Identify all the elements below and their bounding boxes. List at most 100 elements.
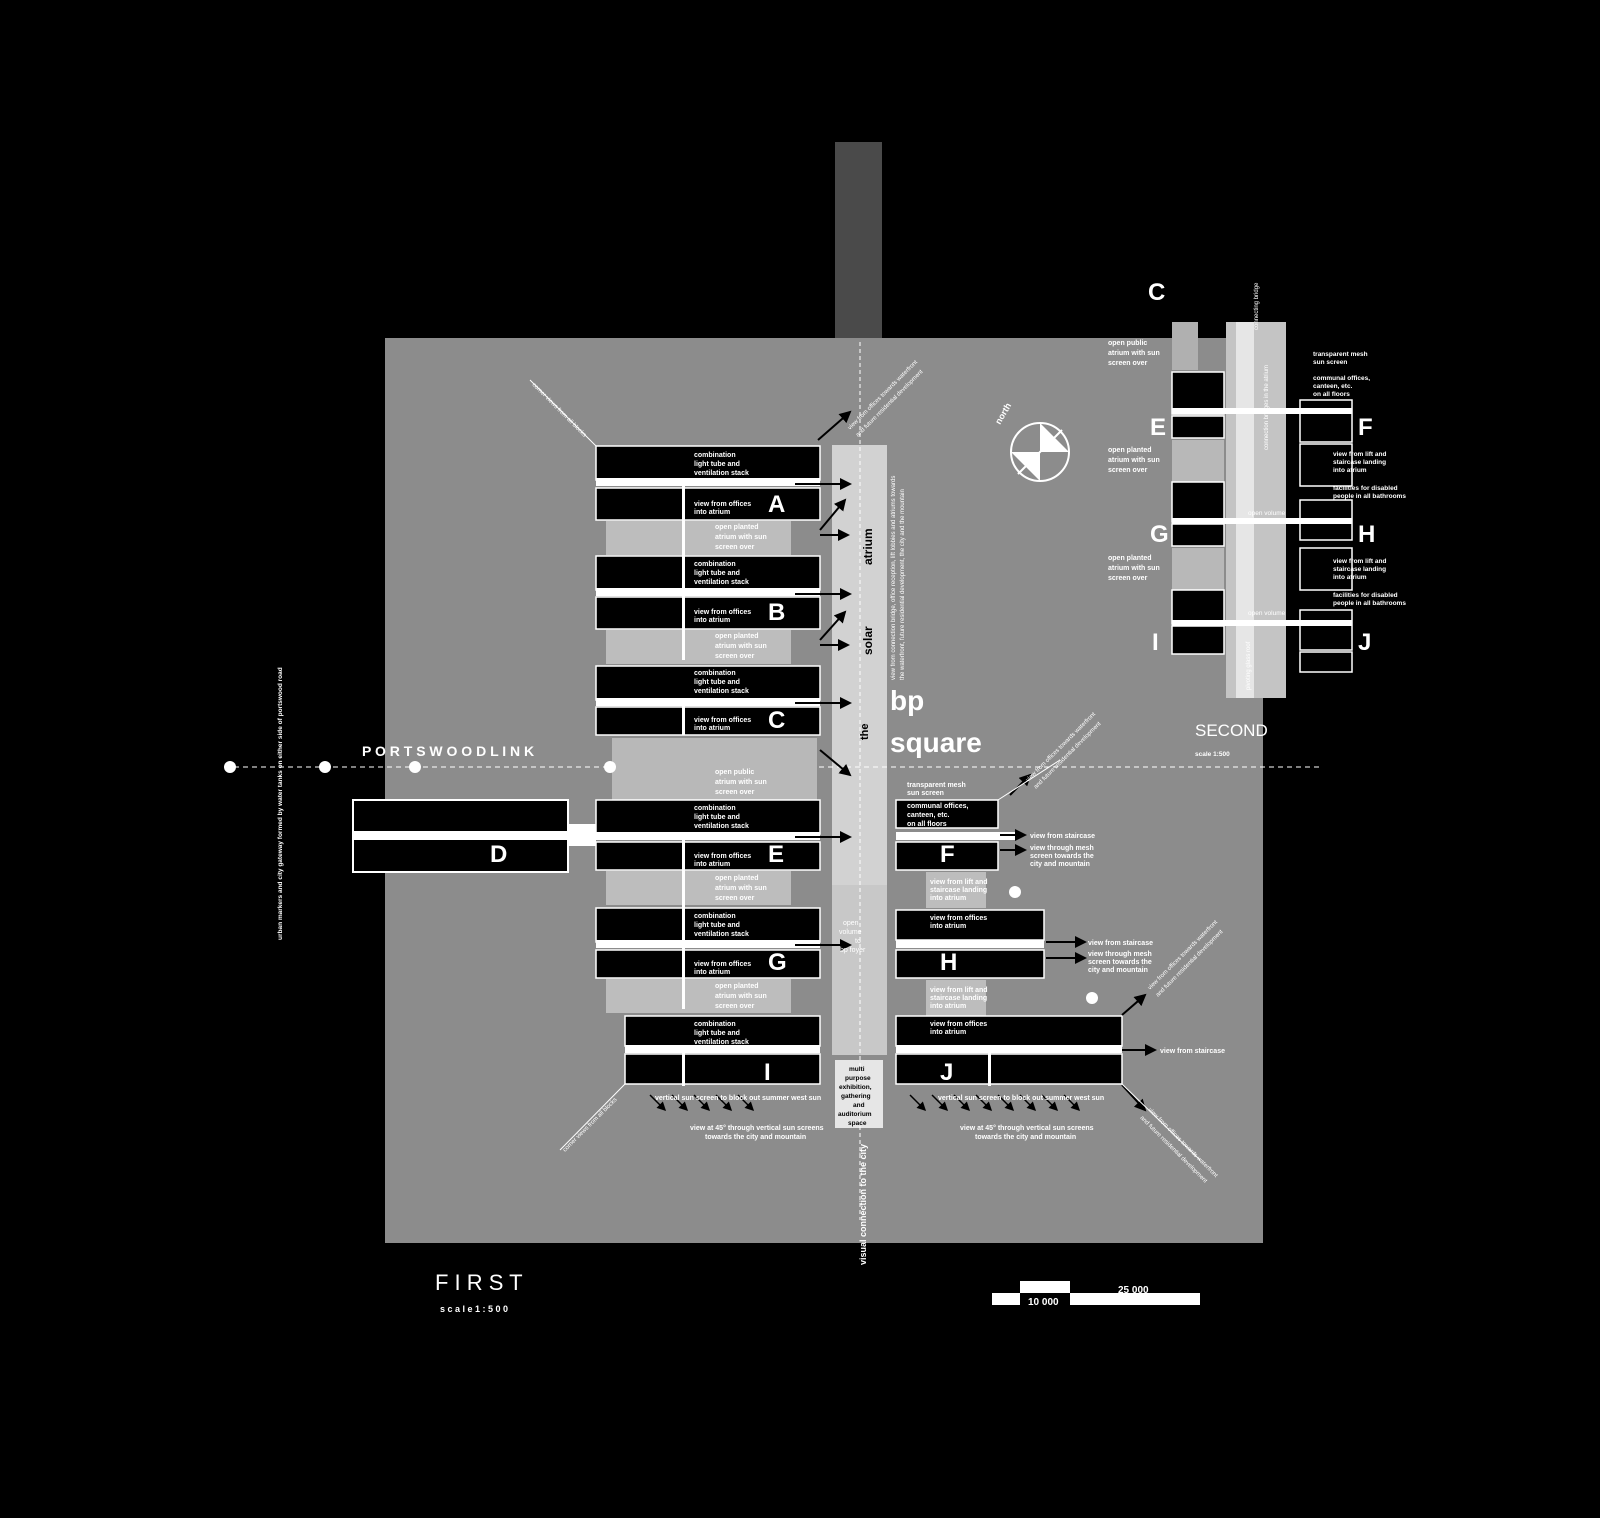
second-disabled-h1: facilities for disabled bbox=[1333, 592, 1398, 599]
note-communal-2: canteen, etc. bbox=[907, 812, 949, 819]
note-combination-e1: combination bbox=[694, 805, 736, 812]
second-disabled-h2: people in all bathrooms bbox=[1333, 600, 1406, 607]
second-public-2: atrium with sun bbox=[1108, 350, 1160, 357]
note-transparent-mesh: transparent mesh bbox=[907, 782, 966, 789]
second-lift-h3: into atrium bbox=[1333, 574, 1367, 581]
second-open-volume-1: open volume bbox=[1248, 510, 1286, 517]
second-label-g: G bbox=[1150, 521, 1169, 548]
note-planted-b1: open planted bbox=[715, 633, 759, 640]
note-combination-a2: light tube and bbox=[694, 461, 740, 468]
note-combination-a1: combination bbox=[694, 452, 736, 459]
note-lift-h1: view from lift and bbox=[930, 987, 988, 994]
note-combination-b3: ventilation stack bbox=[694, 579, 749, 586]
note-lift-f3: into atrium bbox=[930, 895, 966, 902]
note-multi-4: gathering bbox=[841, 1093, 871, 1100]
second-label-c: C bbox=[1148, 279, 1165, 306]
note-vertical-sun-west: vertical sun screen to block out summer … bbox=[655, 1095, 821, 1102]
view-arrows bbox=[795, 410, 1157, 1112]
note-combination-c2: light tube and bbox=[694, 679, 740, 686]
corner-view-lines bbox=[529, 379, 1201, 1161]
note-combination-g3: ventilation stack bbox=[694, 931, 749, 938]
note-planted-g1: open planted bbox=[715, 983, 759, 990]
first-title: F I R S T bbox=[435, 1270, 523, 1295]
second-floor-plan bbox=[1171, 322, 1353, 698]
note-view-j2: into atrium bbox=[930, 1029, 966, 1036]
second-public-1: open public bbox=[1108, 340, 1147, 347]
note-communal-3: on all floors bbox=[907, 821, 947, 828]
second-label-i: I bbox=[1152, 629, 1159, 656]
second-label-h: H bbox=[1358, 521, 1375, 548]
note-public-1: open public bbox=[715, 769, 754, 776]
note-staircase-h: view from staircase bbox=[1088, 940, 1153, 947]
note-lift-f1: view from lift and bbox=[930, 879, 988, 886]
note-combination-i1: combination bbox=[694, 1021, 736, 1028]
second-planted-g1: open planted bbox=[1108, 555, 1152, 562]
note-view-b2: into atrium bbox=[694, 617, 730, 624]
note-combination-a3: ventilation stack bbox=[694, 470, 749, 477]
note-sun-screen: sun screen bbox=[907, 790, 944, 797]
second-planted-e3: screen over bbox=[1108, 467, 1148, 474]
block-d-corridor bbox=[353, 831, 593, 840]
note-combination-c1: combination bbox=[694, 670, 736, 677]
second-bridges-note: connection bridges in the atrium bbox=[1264, 365, 1270, 450]
second-label-f: F bbox=[1358, 414, 1373, 441]
note-lift-h3: into atrium bbox=[930, 1003, 966, 1010]
second-communal-1: communal offices, bbox=[1313, 375, 1370, 382]
portswood-link-label: P O R T S W O O D L I N K bbox=[362, 743, 534, 759]
note-view-c2: into atrium bbox=[694, 725, 730, 732]
block-label-a: A bbox=[768, 491, 785, 518]
note-combination-i3: ventilation stack bbox=[694, 1039, 749, 1046]
spine-solar: solar bbox=[861, 626, 875, 655]
note-staircase-f: view from staircase bbox=[1030, 833, 1095, 840]
note-visual-connection: visual connection to the city bbox=[858, 1144, 868, 1265]
note-mesh-f1: view through mesh bbox=[1030, 845, 1094, 852]
note-combination-e2: light tube and bbox=[694, 814, 740, 821]
north-arrow bbox=[1010, 422, 1070, 482]
note-multi-3: exhibition, bbox=[839, 1084, 872, 1091]
note-combination-g1: combination bbox=[694, 913, 736, 920]
note-mesh-f3: city and mountain bbox=[1030, 861, 1090, 868]
second-lift-h2: staircase landing bbox=[1333, 566, 1386, 573]
note-combination-g2: light tube and bbox=[694, 922, 740, 929]
note-view45-west-1: view at 45° through vertical sun screens bbox=[690, 1124, 824, 1132]
note-planted-e2: atrium with sun bbox=[715, 885, 767, 892]
second-planted-e1: open planted bbox=[1108, 447, 1152, 454]
block-label-d: D bbox=[490, 841, 507, 868]
second-communal-3: on all floors bbox=[1313, 391, 1350, 398]
west-blocks bbox=[595, 445, 821, 1086]
note-combination-b1: combination bbox=[694, 561, 736, 568]
scale-bar bbox=[992, 1281, 1200, 1305]
block-label-f: F bbox=[940, 841, 955, 868]
note-to: to bbox=[855, 938, 861, 945]
block-label-j: J bbox=[940, 1059, 953, 1086]
note-combination-c3: ventilation stack bbox=[694, 688, 749, 695]
note-multi-5: and bbox=[853, 1102, 865, 1109]
block-label-g: G bbox=[768, 949, 787, 976]
note-view-h2: into atrium bbox=[930, 923, 966, 930]
note-open-volume: open bbox=[843, 920, 859, 927]
note-planted-a2: atrium with sun bbox=[715, 534, 767, 541]
note-view-c1: view from offices bbox=[694, 717, 751, 724]
spine-atrium: atrium bbox=[861, 528, 875, 565]
note-planted-e1: open planted bbox=[715, 875, 759, 882]
multi-purpose-space bbox=[835, 1060, 883, 1128]
note-multi-7: space bbox=[848, 1120, 867, 1127]
first-scale: s c a l e 1 : 5 0 0 bbox=[440, 1304, 508, 1314]
second-title: SECOND bbox=[1195, 721, 1268, 740]
note-staircase-j: view from staircase bbox=[1160, 1048, 1225, 1055]
site-area bbox=[385, 338, 1263, 1243]
block-label-b: B bbox=[768, 599, 785, 626]
note-view45-west-2: towards the city and mountain bbox=[705, 1134, 806, 1141]
block-label-h: H bbox=[940, 949, 957, 976]
note-volume: volume bbox=[839, 929, 862, 936]
note-planted-g3: screen over bbox=[715, 1003, 755, 1010]
spine-the: the bbox=[859, 724, 871, 741]
note-multi-2: purpose bbox=[845, 1075, 871, 1082]
note-view-b1: view from offices bbox=[694, 609, 751, 616]
second-planted-e2: atrium with sun bbox=[1108, 457, 1160, 464]
note-lift-h2: staircase landing bbox=[930, 995, 987, 1002]
note-planted-b3: screen over bbox=[715, 653, 755, 660]
block-label-i: I bbox=[764, 1059, 771, 1086]
water-tank-markers bbox=[224, 761, 1098, 1004]
bridge-d bbox=[568, 824, 596, 846]
